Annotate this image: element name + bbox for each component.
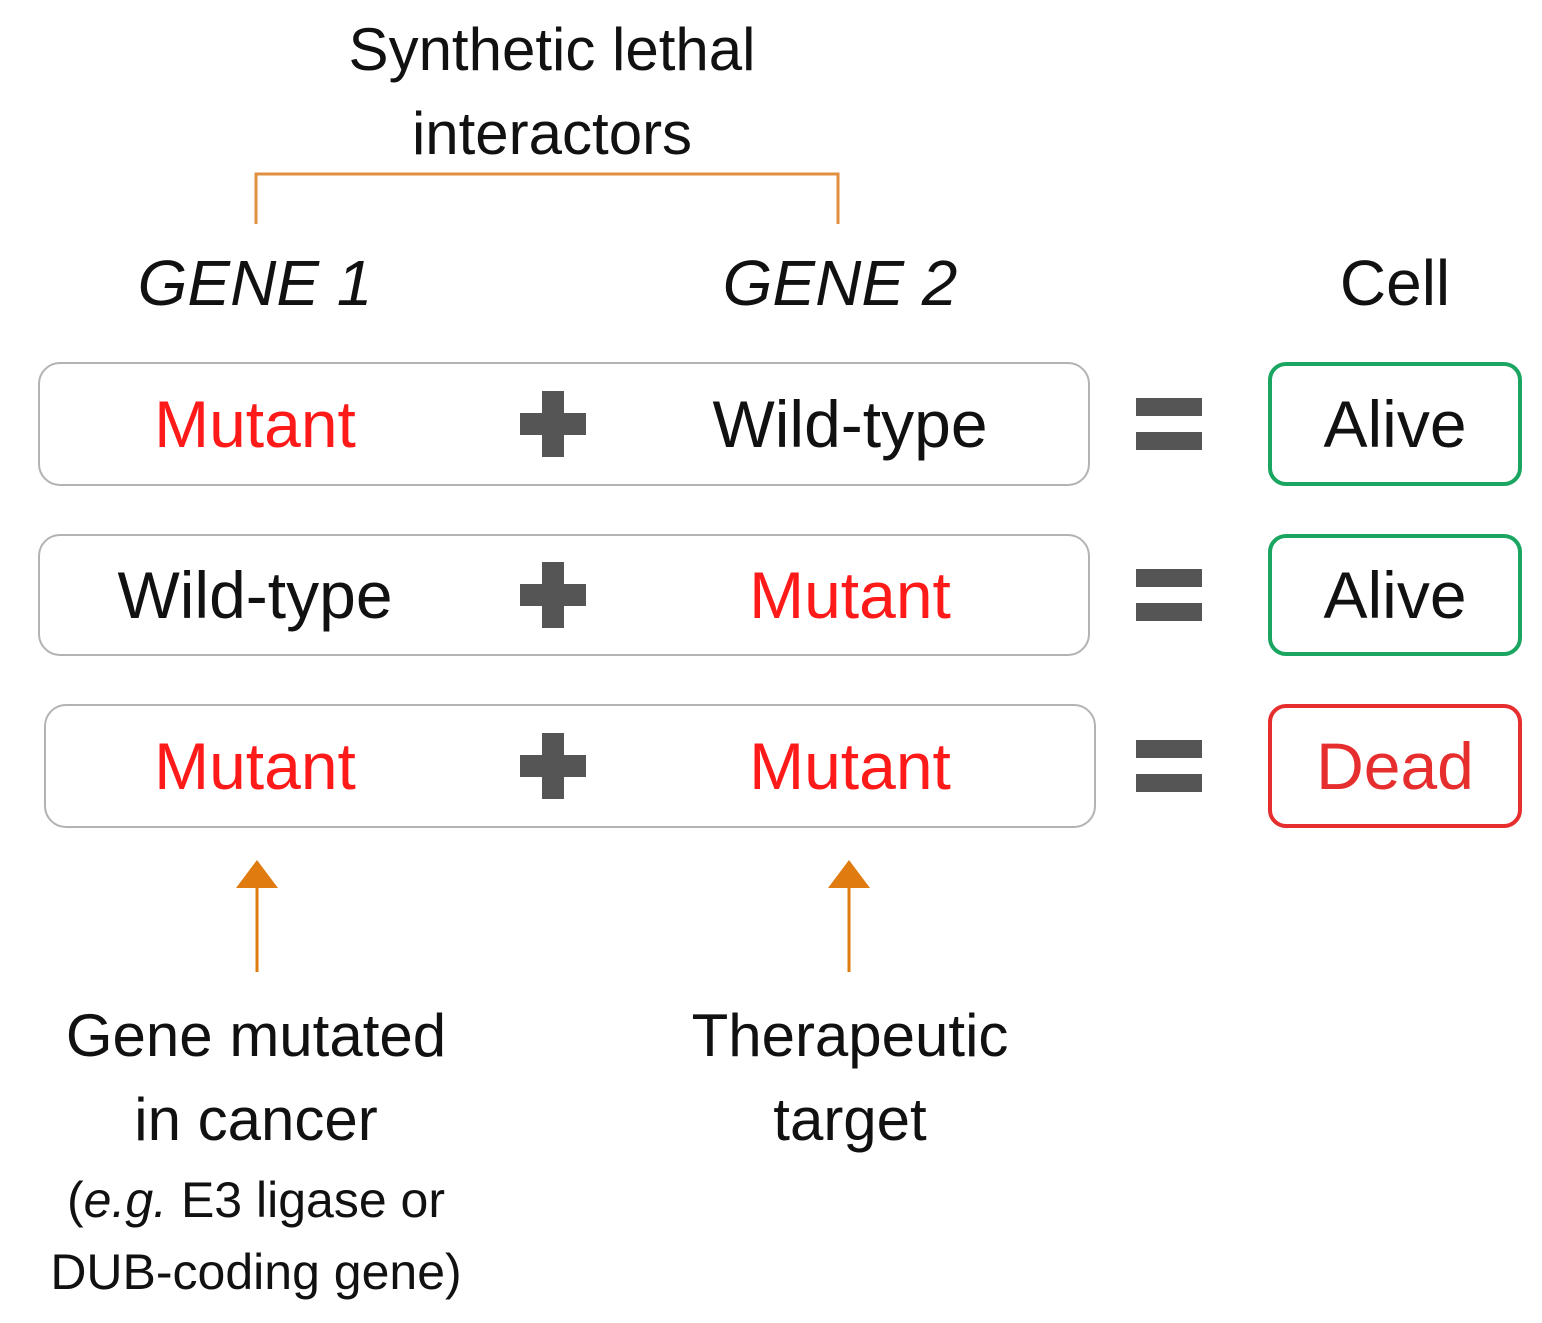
row3-gene1-state: Mutant bbox=[154, 729, 356, 803]
arrow-up-icon bbox=[828, 860, 870, 972]
row3-outcome-box: Dead bbox=[1268, 704, 1522, 828]
gene2-annotation-line1: Therapeutic bbox=[691, 1002, 1009, 1069]
gene1-annotation-note: (e.g. E3 ligase or bbox=[0, 1164, 512, 1236]
note-eg: e.g. bbox=[83, 1172, 168, 1228]
equals-icon bbox=[1136, 569, 1202, 621]
gene1-annotation-note-line2: DUB-coding gene) bbox=[50, 1244, 462, 1300]
gene2-header: GENE 2 bbox=[722, 247, 958, 319]
plus-icon bbox=[520, 733, 586, 799]
row2-outcome-box: Alive bbox=[1268, 534, 1522, 656]
equals-icon bbox=[1136, 740, 1202, 792]
row3-gene2-state: Mutant bbox=[749, 729, 951, 803]
gene1-header: GENE 1 bbox=[137, 247, 373, 319]
row3-outcome-label: Dead bbox=[1316, 729, 1474, 803]
bracket-connector bbox=[254, 172, 840, 224]
plus-icon bbox=[520, 562, 586, 628]
equals-icon bbox=[1136, 398, 1202, 450]
row2-gene2-state: Mutant bbox=[749, 558, 951, 632]
gene1-annotation-line2: in cancer bbox=[134, 1086, 378, 1153]
arrow-up-icon bbox=[236, 860, 278, 972]
plus-icon bbox=[520, 391, 586, 457]
gene2-annotation-line2: target bbox=[773, 1086, 927, 1153]
row2-gene1-state: Wild-type bbox=[117, 558, 393, 632]
note-open-paren: ( bbox=[67, 1172, 84, 1228]
cell-header: Cell bbox=[1339, 247, 1451, 319]
title-line-1: Synthetic lethal bbox=[348, 16, 756, 83]
row2-outcome-label: Alive bbox=[1323, 558, 1467, 632]
gene1-annotation-line1: Gene mutated bbox=[65, 1002, 447, 1069]
row1-outcome-box: Alive bbox=[1268, 362, 1522, 486]
row1-gene1-state: Mutant bbox=[154, 387, 356, 461]
title-line-2: interactors bbox=[411, 100, 693, 167]
row1-gene2-state: Wild-type bbox=[712, 387, 988, 461]
row1-outcome-label: Alive bbox=[1323, 387, 1467, 461]
note-rest: E3 ligase or bbox=[167, 1172, 445, 1228]
